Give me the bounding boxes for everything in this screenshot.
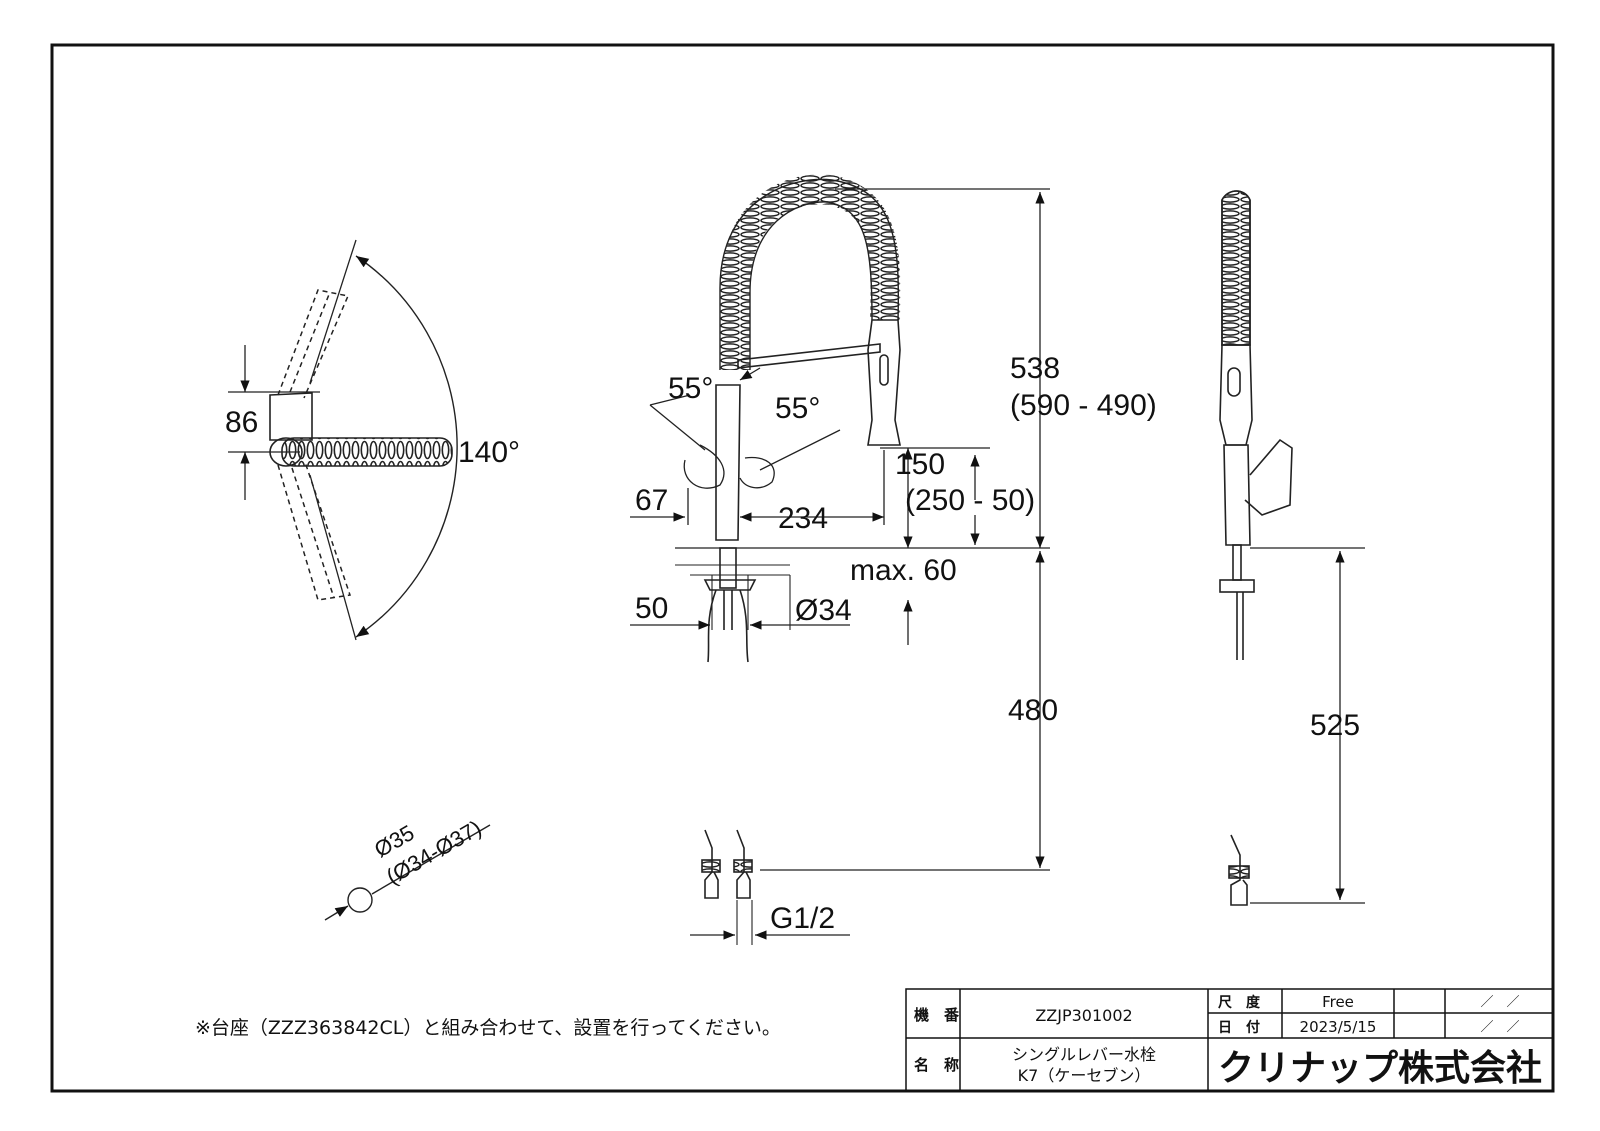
hose-connectors bbox=[701, 829, 753, 899]
side-body bbox=[1223, 444, 1251, 546]
scale-label: 尺 度 bbox=[1218, 994, 1261, 1011]
supply-hoses bbox=[707, 589, 749, 663]
dim-538: 538 bbox=[1010, 352, 1060, 385]
hose-swung-upper bbox=[277, 289, 350, 399]
dim-50: 50 bbox=[635, 592, 668, 625]
faucet-body-top bbox=[269, 392, 313, 441]
spray-head bbox=[867, 319, 901, 446]
hose-arch bbox=[720, 174, 901, 370]
arc-140 bbox=[355, 255, 458, 638]
dim-g12: G1/2 bbox=[770, 902, 835, 935]
dim-55-left: 55° bbox=[668, 372, 713, 405]
title-block bbox=[905, 988, 1554, 1092]
mounting-hole bbox=[324, 824, 491, 921]
holder-arm bbox=[737, 343, 881, 369]
model-value: ZZJP301002 bbox=[1035, 1006, 1132, 1025]
name-label: 名 称 bbox=[914, 1056, 959, 1074]
dim-525: 525 bbox=[1310, 709, 1360, 742]
dim-538-range: (590 - 490) bbox=[1010, 389, 1157, 422]
side-coil bbox=[1221, 190, 1251, 346]
dim-234: 234 bbox=[778, 502, 828, 535]
dim-67: 67 bbox=[635, 484, 668, 517]
hose-swung-lower bbox=[277, 461, 351, 601]
top-view bbox=[228, 239, 458, 641]
installation-note: ※台座（ZZZ363842CL）と組み合わせて、設置を行ってください。 bbox=[195, 1017, 781, 1039]
front-view bbox=[630, 174, 1050, 945]
dim-86: 86 bbox=[225, 406, 258, 439]
dim-55-right: 55° bbox=[775, 392, 820, 425]
date-value: 2023/5/15 bbox=[1300, 1018, 1377, 1036]
hose-coil-top bbox=[281, 437, 453, 467]
dim-480: 480 bbox=[1008, 694, 1058, 727]
blank-field-2: ／ ／ bbox=[1480, 1020, 1519, 1035]
model-label: 機 番 bbox=[914, 1006, 960, 1024]
dim-150-range: (250 - 50) bbox=[905, 484, 1035, 517]
date-label: 日 付 bbox=[1218, 1019, 1260, 1036]
blank-field-1: ／ ／ bbox=[1480, 995, 1519, 1010]
dim-150: 150 bbox=[895, 448, 945, 481]
side-lever bbox=[1244, 438, 1293, 516]
dim-140: 140° bbox=[458, 436, 520, 469]
name-value-2: K7（ケーセブン） bbox=[1018, 1066, 1151, 1085]
company-logo: クリナップ株式会社 bbox=[1218, 1048, 1542, 1089]
side-view bbox=[1219, 190, 1365, 906]
faucet-body bbox=[715, 384, 741, 541]
scale-value: Free bbox=[1322, 993, 1354, 1011]
dim-max60: max. 60 bbox=[850, 554, 957, 587]
name-value-1: シングルレバー水栓 bbox=[1012, 1045, 1156, 1064]
sheet-border bbox=[50, 43, 1555, 1093]
dim-34: Ø34 bbox=[795, 594, 852, 627]
